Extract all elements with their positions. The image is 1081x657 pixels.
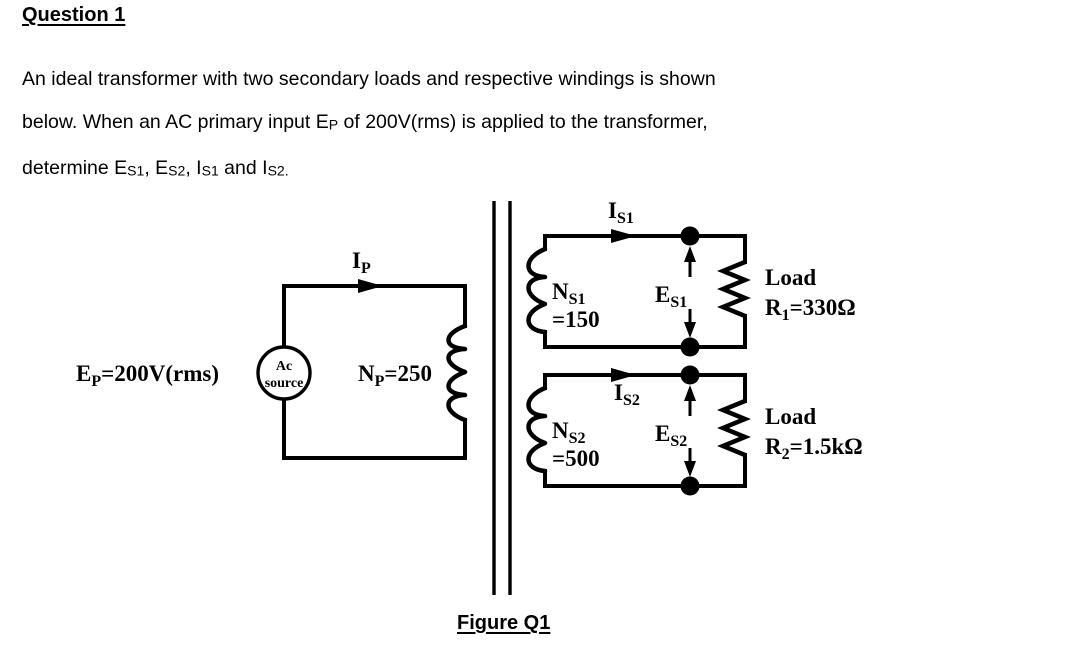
secondary2-top-node (680, 365, 700, 385)
secondary2-emf-arrow-up-head (684, 385, 696, 401)
primary-current-label: IP (352, 248, 371, 277)
secondary1-load-resistor (717, 259, 751, 319)
ac-source-line1: Ac (276, 359, 292, 374)
secondary2-load-title: Load (765, 404, 816, 429)
secondary1-load-symbol: R (765, 295, 782, 320)
question-line-3: determine ES1, ES2, IS1 and IS2. (22, 156, 289, 179)
secondary1-emf-label: ES1 (655, 282, 687, 311)
primary-voltage-subscript: P (91, 373, 101, 390)
secondary1-current-subscript: S1 (617, 210, 634, 227)
secondary1-current-label: IS1 (608, 198, 634, 227)
secondary1-winding-coil (526, 246, 548, 335)
secondary1-bottom-node (680, 337, 700, 357)
primary-voltage-value: =200V(rms) (101, 361, 219, 386)
primary-turns-label: NP=250 (358, 361, 432, 390)
secondary1-load-value-label: R1=330Ω (765, 295, 856, 324)
question-line-1: An ideal transformer with two secondary … (22, 68, 716, 90)
secondary1-load-value: =330Ω (790, 295, 856, 320)
secondary1-turns-symbol: N (552, 279, 569, 304)
question-line-2: below. When an AC primary input EP of 20… (22, 111, 708, 133)
secondary2-emf-label: ES2 (655, 421, 687, 450)
secondary2-current-label: IS2 (614, 380, 640, 409)
secondary1-turns-value: =150 (552, 307, 600, 332)
secondary2-emf-subscript: S2 (670, 433, 687, 450)
ac-source-line2: source (265, 376, 304, 391)
secondary1-current-symbol: I (608, 198, 617, 223)
secondary2-turns-label: NS2 (552, 418, 586, 447)
secondary1-load-title: Load (765, 265, 816, 290)
secondary2-winding-coil (526, 385, 548, 474)
figure-caption: Figure Q1 (0, 612, 1081, 635)
secondary2-bottom-node (680, 476, 700, 496)
primary-winding-coil (446, 323, 468, 423)
primary-turns-value: =250 (384, 361, 432, 386)
primary-voltage-label: EP=200V(rms) (76, 361, 219, 390)
secondary2-emf-symbol: E (655, 421, 670, 446)
secondary1-emf-arrow-down-head (684, 322, 696, 338)
secondary1-turns-label: NS1 (552, 279, 586, 308)
secondary2-turns-value: =500 (552, 446, 600, 471)
secondary2-current-arrow (611, 368, 636, 382)
secondary2-current-subscript: S2 (623, 392, 640, 409)
secondary1-emf-symbol: E (655, 282, 670, 307)
ac-source-symbol (256, 345, 312, 401)
primary-turns-subscript: P (375, 373, 385, 390)
secondary2-load-value: =1.5kΩ (790, 434, 863, 459)
primary-turns-symbol: N (358, 361, 375, 386)
secondary1-emf-subscript: S1 (670, 294, 687, 311)
secondary1-load-subscript: 1 (782, 307, 790, 324)
secondary2-load-subscript: 2 (782, 446, 790, 463)
primary-current-arrow (358, 279, 383, 293)
page-title: Question 1 (22, 4, 126, 26)
primary-current-subscript: P (361, 260, 371, 277)
secondary1-emf-arrow-up-head (684, 246, 696, 262)
secondary1-current-arrow (611, 229, 636, 243)
primary-voltage-symbol: E (76, 361, 91, 386)
secondary2-turns-subscript: S2 (569, 430, 586, 447)
secondary2-turns-symbol: N (552, 418, 569, 443)
secondary2-load-resistor (717, 398, 751, 458)
question-text: An ideal transformer with two secondary … (22, 58, 1022, 192)
secondary2-emf-arrow-down-head (684, 461, 696, 477)
primary-current-symbol: I (352, 248, 361, 273)
secondary2-load-value-label: R2=1.5kΩ (765, 434, 863, 463)
secondary2-load-symbol: R (765, 434, 782, 459)
secondary1-turns-subscript: S1 (569, 291, 586, 308)
secondary1-top-node (680, 226, 700, 246)
figure-caption-text: Figure Q1 (457, 612, 551, 634)
secondary2-current-symbol: I (614, 380, 623, 405)
